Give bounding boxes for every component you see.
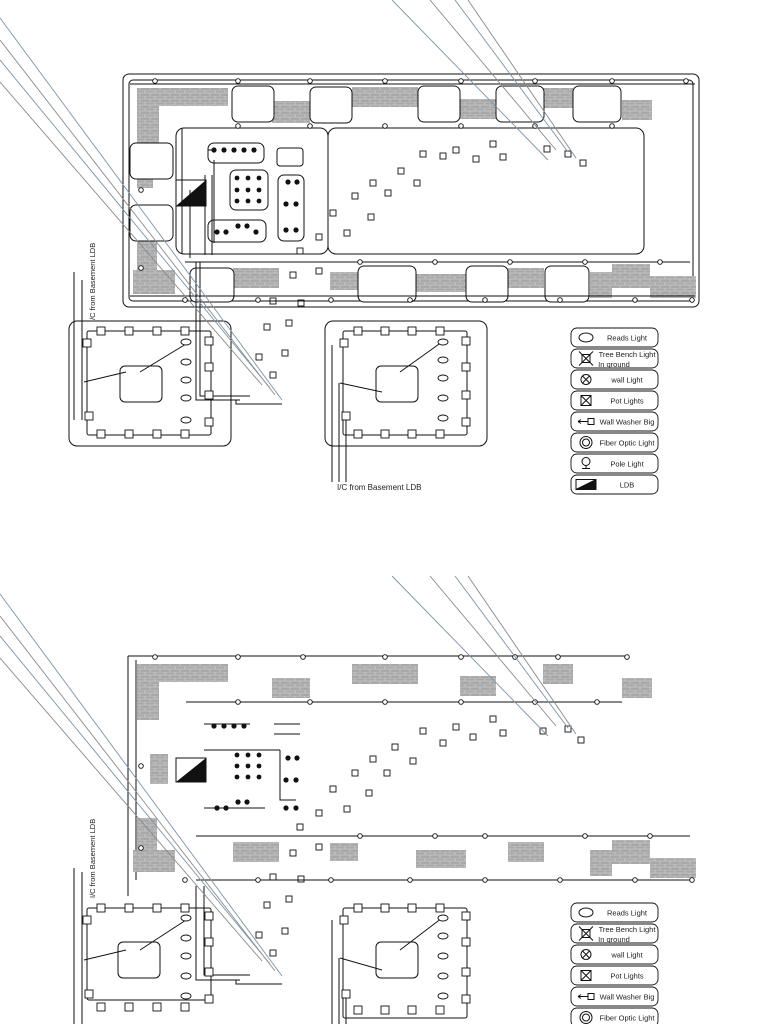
legend-sublabel: In ground [598,935,630,944]
ic-label-top: I/C from Basement LDB [88,243,97,322]
pole-light-icon [581,457,591,469]
legend-item: LDB [570,474,659,495]
legend-item: Wall Washer Big [570,411,659,432]
tree-bench-lights-top [255,140,587,379]
legend-item: wall Light [570,369,659,390]
oval-icon [578,907,594,918]
oval-icon [578,332,594,343]
legend-item: Pole Light [570,453,659,474]
zone-right [327,127,645,255]
legend-label: Tree Bench Light [599,925,657,934]
legend-item: Fiber Optic Light [570,432,659,453]
legend-label: Pot Lights [610,397,644,406]
legend-label: Fiber Optic Light [599,1014,655,1023]
pole-light-clusters-top [211,147,300,235]
plan-top [122,73,700,405]
legend-label: LDB [620,481,635,490]
wall-washer-icon [577,418,595,425]
legend-sublabel: In ground [598,360,630,369]
legend-label: Pot Lights [610,972,644,981]
tree-bench-icon [578,926,594,941]
planters [129,85,622,303]
legend-label: Fiber Optic Light [599,439,655,448]
wire-nodes-top [138,78,695,303]
ldb-panel-bottom [176,758,206,782]
legend-label: Tree Bench Light [599,350,657,359]
legend-item: Fiber Optic Light [570,1007,659,1024]
wire-nodes-bottom [138,654,695,883]
wall-washer-icon [577,993,595,1000]
box-x-icon [580,395,592,406]
legend-item: Wall Washer Big [570,986,659,1007]
paver-blocks-bottom [133,664,696,878]
ldb-panel [176,180,206,206]
overlay-lines-bottom [0,575,577,977]
tree-bench-lights-bottom [255,715,585,957]
circle-x-icon [580,374,592,385]
rooms-bottom [73,868,468,1024]
room-a [68,272,232,447]
ic-label-bottom: I/C from Basement LDB [88,819,97,898]
legend-label: wall Light [610,376,643,385]
pole-light-clusters-bottom [211,723,300,811]
legend-label: Reads Light [607,334,648,343]
legend-label: Wall Washer Big [600,993,655,1002]
legend-item: Reads Light [570,327,659,348]
site-boundary [122,73,700,308]
legend-item: Pot Lights [570,390,659,411]
overlay-lines-top [0,0,577,401]
legend-label: Reads Light [607,909,648,918]
ic-label-room-b: I/C from Basement LDB [337,483,421,492]
tree-bench-icon [578,351,594,366]
legend-label: wall Light [610,951,643,960]
pot-lights-top [82,326,471,439]
legend-item: Reads Light [570,902,659,923]
circle-x-icon [580,949,592,960]
room-b [324,320,488,482]
fiber-optic-icon [579,436,593,449]
legend-item: Pot Lights [570,965,659,986]
box-x-icon [580,970,592,981]
legend-label: Wall Washer Big [600,418,655,427]
pot-lights-bottom [82,903,471,1015]
legend-item: wall Light [570,944,659,965]
ldb-icon [575,478,597,490]
legend-label: Pole Light [610,460,644,469]
